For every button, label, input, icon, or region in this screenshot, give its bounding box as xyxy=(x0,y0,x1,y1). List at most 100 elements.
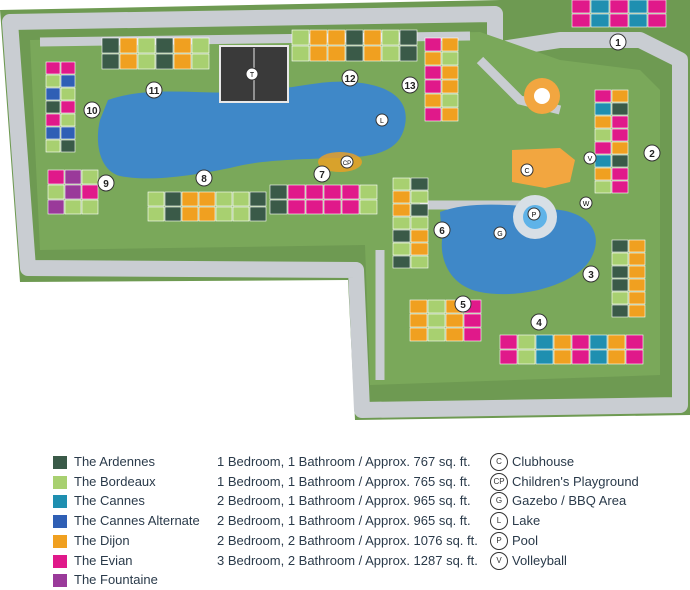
apartment-unit[interactable] xyxy=(47,184,65,200)
apartment-unit[interactable] xyxy=(45,113,61,127)
apartment-unit[interactable] xyxy=(427,327,446,342)
apartment-unit[interactable] xyxy=(119,53,138,70)
apartment-unit[interactable] xyxy=(81,199,99,215)
apartment-unit[interactable] xyxy=(611,115,629,129)
apartment-unit[interactable] xyxy=(611,304,629,318)
apartment-unit[interactable] xyxy=(155,37,174,54)
apartment-unit[interactable] xyxy=(173,53,192,70)
apartment-unit[interactable] xyxy=(607,334,626,350)
apartment-unit[interactable] xyxy=(517,349,536,365)
apartment-unit[interactable] xyxy=(45,100,61,114)
apartment-unit[interactable] xyxy=(45,74,61,88)
playground-marker[interactable]: CP xyxy=(340,155,354,169)
apartment-unit[interactable] xyxy=(249,191,267,207)
apartment-unit[interactable] xyxy=(441,65,459,80)
apartment-unit[interactable] xyxy=(590,13,610,28)
apartment-unit[interactable] xyxy=(327,45,346,62)
apartment-unit[interactable] xyxy=(589,334,608,350)
apartment-unit[interactable] xyxy=(628,13,648,28)
apartment-unit[interactable] xyxy=(424,107,442,122)
apartment-unit[interactable] xyxy=(64,199,82,215)
apartment-unit[interactable] xyxy=(441,51,459,66)
building-number-9[interactable]: 9 xyxy=(97,174,115,192)
apartment-unit[interactable] xyxy=(611,291,629,305)
building-number-6[interactable]: 6 xyxy=(433,221,451,239)
apartment-unit[interactable] xyxy=(181,206,199,222)
apartment-unit[interactable] xyxy=(611,167,629,181)
building-number-5[interactable]: 5 xyxy=(454,295,472,313)
apartment-unit[interactable] xyxy=(441,93,459,108)
apartment-unit[interactable] xyxy=(392,216,411,230)
apartment-unit[interactable] xyxy=(45,139,61,153)
apartment-unit[interactable] xyxy=(427,299,446,314)
building-number-12[interactable]: 12 xyxy=(341,69,359,87)
apartment-unit[interactable] xyxy=(45,87,61,101)
apartment-unit[interactable] xyxy=(609,13,629,28)
apartment-unit[interactable] xyxy=(553,334,572,350)
apartment-unit[interactable] xyxy=(628,239,646,253)
building-number-11[interactable]: 11 xyxy=(145,81,163,99)
apartment-unit[interactable] xyxy=(594,154,612,168)
apartment-unit[interactable] xyxy=(60,100,76,114)
building-number-3[interactable]: 3 xyxy=(582,265,600,283)
apartment-unit[interactable] xyxy=(359,199,378,215)
apartment-unit[interactable] xyxy=(291,45,310,62)
apartment-unit[interactable] xyxy=(191,37,210,54)
apartment-unit[interactable] xyxy=(47,169,65,185)
apartment-unit[interactable] xyxy=(341,184,360,200)
apartment-unit[interactable] xyxy=(60,87,76,101)
apartment-unit[interactable] xyxy=(611,89,629,103)
apartment-unit[interactable] xyxy=(611,141,629,155)
apartment-unit[interactable] xyxy=(410,255,429,269)
apartment-unit[interactable] xyxy=(191,53,210,70)
apartment-unit[interactable] xyxy=(628,291,646,305)
apartment-unit[interactable] xyxy=(363,29,382,46)
apartment-unit[interactable] xyxy=(64,184,82,200)
apartment-unit[interactable] xyxy=(392,190,411,204)
apartment-unit[interactable] xyxy=(424,79,442,94)
apartment-unit[interactable] xyxy=(381,45,400,62)
apartment-unit[interactable] xyxy=(594,180,612,194)
gazebo-marker[interactable]: G xyxy=(493,226,507,240)
apartment-unit[interactable] xyxy=(249,206,267,222)
apartment-unit[interactable] xyxy=(611,154,629,168)
apartment-unit[interactable] xyxy=(594,128,612,142)
apartment-unit[interactable] xyxy=(628,0,648,14)
apartment-unit[interactable] xyxy=(101,37,120,54)
apartment-unit[interactable] xyxy=(553,349,572,365)
apartment-unit[interactable] xyxy=(137,37,156,54)
apartment-unit[interactable] xyxy=(625,334,644,350)
lake-marker[interactable]: L xyxy=(375,113,389,127)
apartment-unit[interactable] xyxy=(198,206,216,222)
building-number-2[interactable]: 2 xyxy=(643,144,661,162)
apartment-unit[interactable] xyxy=(628,265,646,279)
apartment-unit[interactable] xyxy=(45,126,61,140)
apartment-unit[interactable] xyxy=(147,206,165,222)
apartment-unit[interactable] xyxy=(155,53,174,70)
apartment-unit[interactable] xyxy=(409,313,428,328)
apartment-unit[interactable] xyxy=(424,37,442,52)
apartment-unit[interactable] xyxy=(137,53,156,70)
apartment-unit[interactable] xyxy=(535,334,554,350)
apartment-unit[interactable] xyxy=(323,184,342,200)
apartment-unit[interactable] xyxy=(47,199,65,215)
apartment-unit[interactable] xyxy=(363,45,382,62)
apartment-unit[interactable] xyxy=(445,327,464,342)
apartment-unit[interactable] xyxy=(463,313,482,328)
apartment-unit[interactable] xyxy=(164,206,182,222)
apartment-unit[interactable] xyxy=(441,79,459,94)
apartment-unit[interactable] xyxy=(594,167,612,181)
apartment-unit[interactable] xyxy=(60,139,76,153)
apartment-unit[interactable] xyxy=(647,13,667,28)
apartment-unit[interactable] xyxy=(628,304,646,318)
apartment-unit[interactable] xyxy=(647,0,667,14)
apartment-unit[interactable] xyxy=(269,199,288,215)
apartment-unit[interactable] xyxy=(625,349,644,365)
apartment-unit[interactable] xyxy=(410,229,429,243)
apartment-unit[interactable] xyxy=(611,239,629,253)
volleyball-marker[interactable]: V xyxy=(583,151,597,165)
apartment-unit[interactable] xyxy=(305,184,324,200)
apartment-unit[interactable] xyxy=(628,278,646,292)
apartment-unit[interactable] xyxy=(198,191,216,207)
apartment-unit[interactable] xyxy=(345,45,364,62)
